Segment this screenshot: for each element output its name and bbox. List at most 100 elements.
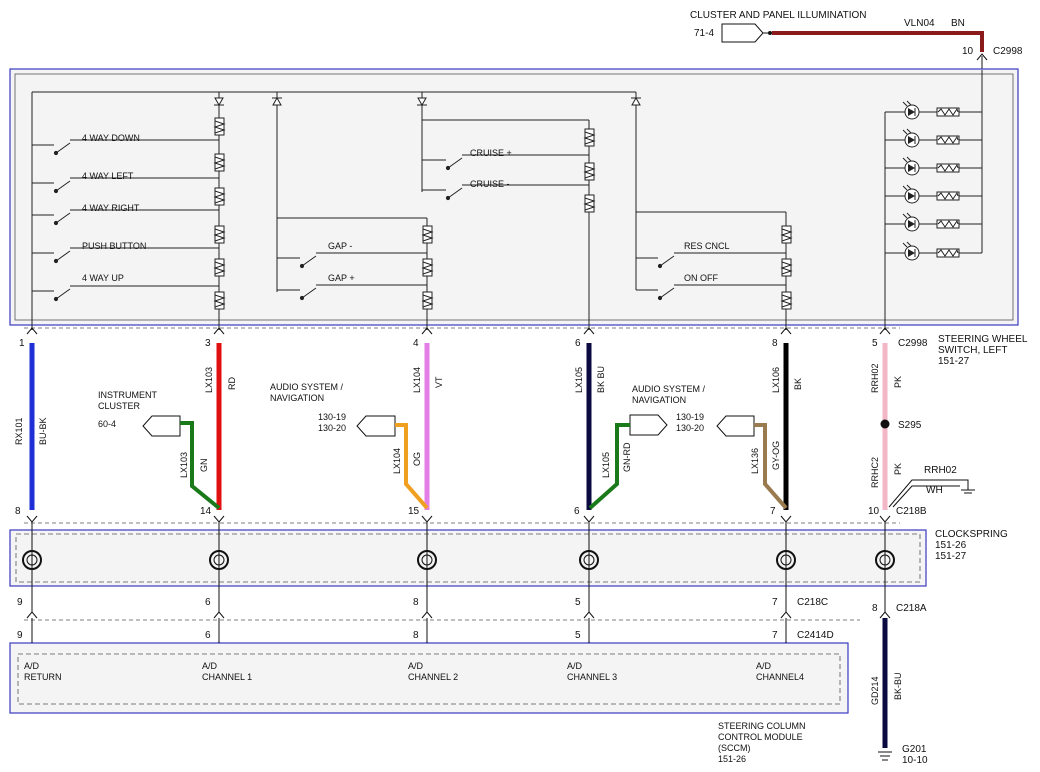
label-rrh02-circuit: RRH02 bbox=[870, 363, 880, 393]
label-rx101-circuit: RX101 bbox=[14, 417, 24, 445]
switch-label-cruise-plus: CRUISE + bbox=[470, 148, 512, 158]
switch-module-name-line1: STEERING WHEEL bbox=[938, 334, 1028, 345]
switch-label-4-way-left: 4 WAY LEFT bbox=[82, 171, 134, 181]
clockspring-coils bbox=[22, 522, 895, 612]
pin-bottom-lx106: 7 bbox=[770, 506, 776, 517]
sccm-pin-3: 5 bbox=[575, 630, 581, 641]
ground-g201-ref: 10-10 bbox=[902, 755, 928, 766]
label-lx106-circuit: LX106 bbox=[771, 367, 781, 393]
switch-label-4-way-right: 4 WAY RIGHT bbox=[82, 203, 140, 213]
wire-lx105-gn-rd[interactable] bbox=[588, 423, 630, 510]
switch-label-4-way-down: 4 WAY DOWN bbox=[82, 133, 140, 143]
audio3-connector-icon[interactable] bbox=[716, 415, 755, 437]
led-lamp-icon bbox=[885, 156, 982, 176]
audio1-ref2: 130-20 bbox=[318, 423, 346, 433]
ad-channel4-l1: A/D bbox=[756, 661, 772, 671]
sccm-ref: 151-26 bbox=[718, 754, 746, 764]
illumination-leds bbox=[885, 100, 982, 261]
clockspring-name: CLOCKSPRING bbox=[935, 529, 1008, 540]
ic-title-line1: INSTRUMENT bbox=[98, 390, 157, 400]
wire-lx136-gy-og[interactable] bbox=[754, 423, 788, 510]
connector-c218c-label: C218C bbox=[797, 597, 828, 608]
led-lamp-icon bbox=[885, 184, 982, 204]
label-rrhc2-color: PK bbox=[893, 463, 903, 475]
connector-c2998-label: C2998 bbox=[898, 338, 928, 349]
clockspring-ref2: 151-27 bbox=[935, 551, 967, 562]
label-a3-circuit: LX136 bbox=[750, 448, 760, 474]
ad-channel2-l2: CHANNEL 2 bbox=[408, 672, 458, 682]
switch-label-cruise-minus: CRUISE - bbox=[470, 179, 510, 189]
pin-top-rrh02: 5 bbox=[872, 338, 878, 349]
ground-g201-icon[interactable] bbox=[878, 751, 892, 761]
clock-pin-2: 8 bbox=[413, 597, 419, 608]
ground-pin: 8 bbox=[872, 603, 878, 614]
pin-bottom-rrh02: 10 bbox=[868, 506, 880, 517]
splice-s295-icon[interactable] bbox=[880, 419, 890, 429]
c218c-chevrons bbox=[26, 611, 891, 619]
label-a1-color: OG bbox=[412, 452, 422, 466]
steering-wheel-switch-inner bbox=[14, 73, 1014, 321]
vln04-pin: 10 bbox=[962, 46, 974, 57]
sccm-name-line3: (SCCM) bbox=[718, 743, 751, 753]
ad-channel1-l1: A/D bbox=[202, 661, 218, 671]
sccm-pin-1: 6 bbox=[205, 630, 211, 641]
ad-return-l2: RETURN bbox=[24, 672, 62, 682]
label-lx105-circuit: LX105 bbox=[574, 367, 584, 393]
ic-connector-icon[interactable] bbox=[142, 415, 181, 437]
wire-rrh02-wh[interactable] bbox=[888, 479, 969, 508]
audio2-title-line1: AUDIO SYSTEM / bbox=[632, 384, 706, 394]
wire-lx104-og[interactable] bbox=[395, 423, 429, 510]
diodes bbox=[214, 96, 641, 107]
label-rrh02-color: PK bbox=[893, 376, 903, 388]
pin-bottom-rx101: 8 bbox=[15, 506, 21, 517]
ad-channel4-l2: CHANNEL4 bbox=[756, 672, 804, 682]
switch-blades bbox=[53, 142, 675, 302]
clockspring-box[interactable] bbox=[9, 529, 927, 587]
label-ic-color: GN bbox=[199, 459, 209, 473]
switch-label-4-way-up: 4 WAY UP bbox=[82, 273, 124, 283]
label-ic-circuit: LX103 bbox=[179, 452, 189, 478]
illumination-connector-icon[interactable] bbox=[721, 23, 764, 43]
pin-bottom-lx104: 15 bbox=[408, 506, 420, 517]
top-pin-chevrons bbox=[26, 327, 891, 335]
steering-wheel-switch-box[interactable] bbox=[9, 68, 1019, 326]
vln04-color: BN bbox=[951, 18, 965, 29]
led-lamp-icon bbox=[885, 241, 982, 261]
audio3-ref2: 130-20 bbox=[676, 423, 704, 433]
bottom-pin-chevrons bbox=[26, 515, 891, 523]
wire-lx103-gn[interactable] bbox=[180, 421, 221, 510]
led-lamp-icon bbox=[885, 100, 982, 120]
pin-top-lx105: 6 bbox=[575, 338, 581, 349]
switch-module-ref: 151-27 bbox=[938, 356, 970, 367]
illumination-ref: 71-4 bbox=[694, 28, 714, 39]
sccm-name-line1: STEERING COLUMN bbox=[718, 721, 806, 731]
ad-channel3-l2: CHANNEL 3 bbox=[567, 672, 617, 682]
switch-label-push-button: PUSH BUTTON bbox=[82, 241, 146, 251]
clock-pin-1: 6 bbox=[205, 597, 211, 608]
vln04-circuit: VLN04 bbox=[904, 18, 935, 29]
audio1-connector-icon[interactable] bbox=[356, 415, 396, 437]
switch-label-gap-plus: GAP + bbox=[328, 273, 355, 283]
label-a2-circuit: LX105 bbox=[601, 452, 611, 478]
label-lx105-color: BK BU bbox=[596, 366, 606, 393]
ad-channel2-l1: A/D bbox=[408, 661, 424, 671]
clockspring-inner bbox=[15, 533, 921, 583]
ic-title-line2: CLUSTER bbox=[98, 401, 141, 411]
led-lamp-icon bbox=[885, 128, 982, 148]
sccm-pin-4: 7 bbox=[772, 630, 778, 641]
sccm-box[interactable] bbox=[9, 642, 849, 714]
ground-g201-label: G201 bbox=[902, 744, 927, 755]
audio2-connector-icon[interactable] bbox=[629, 414, 668, 436]
connector-c218b-label: C218B bbox=[896, 506, 927, 517]
sccm-inner bbox=[17, 653, 841, 705]
led-lamp-icon bbox=[885, 212, 982, 232]
label-a2-color: GN-RD bbox=[622, 442, 632, 472]
vln04-pin-chevron-icon bbox=[976, 53, 988, 61]
label-rrhc2-circuit: RRHC2 bbox=[870, 457, 880, 488]
clock-pin-4: 7 bbox=[772, 597, 778, 608]
sccm-pin-0: 9 bbox=[17, 630, 23, 641]
label-wh-circuit: RRH02 bbox=[924, 465, 957, 476]
audio1-title-line1: AUDIO SYSTEM / bbox=[270, 382, 344, 392]
switch-module-name-line2: SWITCH, LEFT bbox=[938, 345, 1007, 356]
